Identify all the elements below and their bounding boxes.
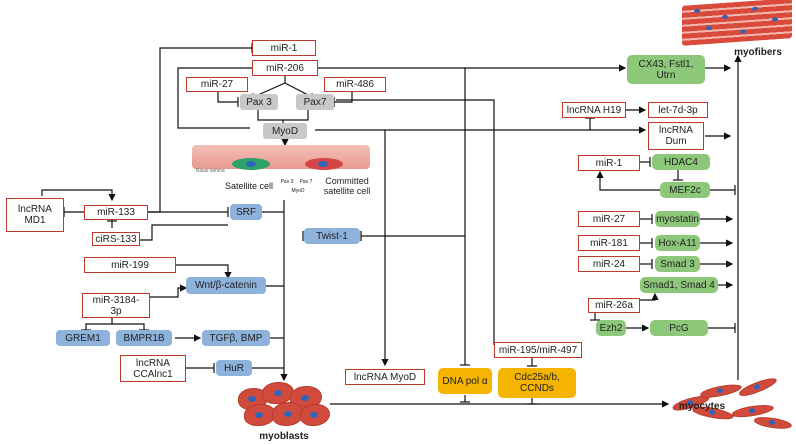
let7d-node: let-7d-3p (648, 102, 708, 118)
lncrna-dum-node: lncRNA Dum (648, 122, 704, 150)
myod-node: MyoD (263, 123, 307, 139)
lncrna-md1-node: lncRNA MD1 (6, 198, 64, 232)
hdac4-node: HDAC4 (652, 154, 710, 170)
cx43-node: CX43, Fstl1, Utrn (627, 55, 705, 84)
mir195-node: miR-195/miR-497 (494, 342, 582, 358)
mir133-node: miR-133 (84, 205, 148, 220)
smad3-node: Smad 3 (655, 256, 700, 272)
mir206-node: miR-206 (252, 60, 318, 76)
mir1-right-node: miR-1 (578, 155, 640, 171)
twist1-node: Twist-1 (304, 228, 360, 244)
pax7-node: Pax7 (296, 94, 334, 110)
satellite-nucleus (246, 161, 256, 167)
dna-pol-node: DNA pol α (438, 368, 492, 394)
mir27-right-node: miR-27 (578, 211, 640, 227)
bmpr1b-node: BMPR1B (116, 330, 172, 346)
smad14-node: Smad1, Smad 4 (640, 277, 718, 293)
satellite-cell-label: Satellite cell (224, 181, 274, 191)
myod-small-label: MyoD (291, 188, 305, 194)
cirs133-node: ciRS-133 (92, 232, 140, 246)
lncrna-ccalnc1-node: lncRNA CCAlnc1 (120, 355, 186, 382)
mir486-node: miR-486 (324, 77, 386, 92)
myostatin-node: myostatin (655, 211, 700, 227)
grem1-node: GREM1 (56, 330, 110, 346)
committed-nucleus (318, 161, 328, 167)
wnt-node: Wnt/β-catenin (186, 277, 266, 294)
pax3-node: Pax 3 (240, 94, 278, 110)
myofibers-label: myofibers (734, 47, 782, 58)
tgfb-node: TGFβ, BMP (202, 330, 270, 346)
lncrna-myod-node: lncRNA MyoD (345, 369, 425, 385)
lncrna-h19-node: lncRNA H19 (562, 102, 626, 118)
mef2c-node: MEF2c (660, 182, 710, 198)
committed-label: Committed satellite cell (323, 176, 371, 196)
mir3184-node: miR-3184- 3p (82, 293, 150, 318)
mir181-node: miR-181 (578, 235, 640, 251)
myoblasts-illustration (238, 382, 330, 426)
pax-right-label: Pax 7 (299, 179, 313, 185)
mir24-node: miR-24 (578, 256, 640, 272)
mir199-node: miR-199 (84, 257, 176, 273)
mir1-top-node: miR-1 (252, 40, 316, 56)
hoxa11-node: Hox-A11 (655, 235, 700, 251)
hur-node: HuR (216, 360, 252, 376)
srf-node: SRF (230, 204, 262, 220)
basal-lamina-label: Basal lamina (196, 168, 225, 174)
ezh2-node: Ezh2 (596, 320, 626, 336)
mir27-left-node: miR-27 (186, 77, 248, 92)
cdc25-node: Cdc25a/b, CCNDs (498, 368, 576, 398)
mir26a-node: miR-26a (588, 298, 640, 313)
myocytes-label: myocytes (678, 401, 726, 412)
myoblasts-label: myoblasts (259, 431, 309, 442)
pax-left-label: Pax 3 (280, 179, 294, 185)
pcg-node: PcG (650, 320, 708, 336)
myofibers-illustration (682, 0, 792, 46)
